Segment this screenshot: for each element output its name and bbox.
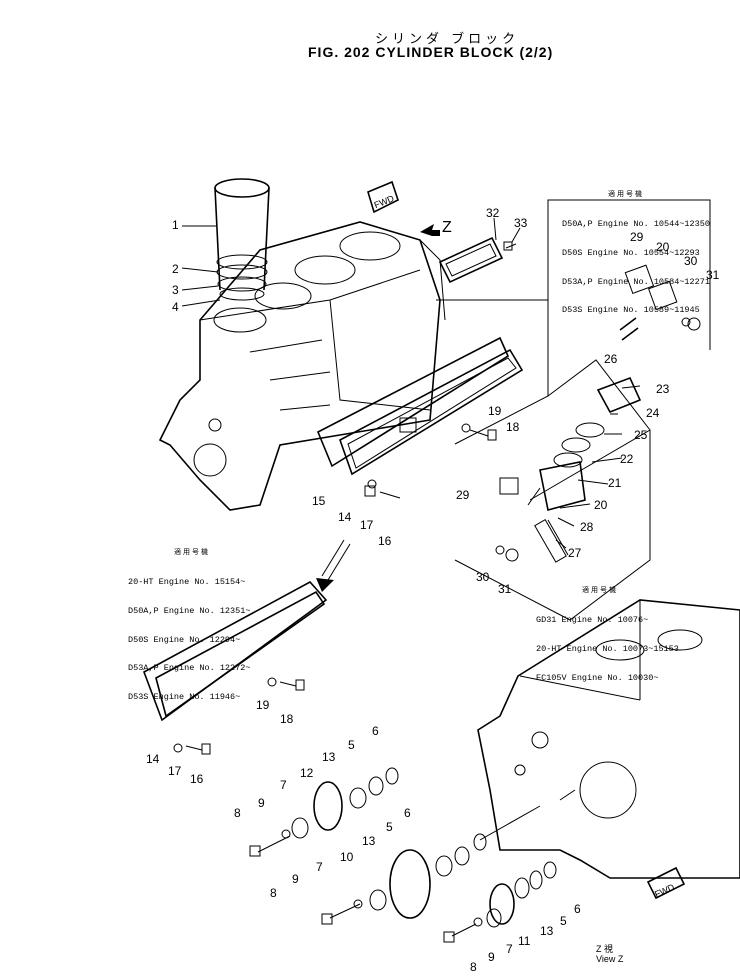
callout-7-a: 7 — [280, 778, 287, 792]
callout-11: 11 — [518, 934, 531, 948]
callout-8-b: 8 — [270, 886, 277, 900]
fwd-label-bottom: FWD — [653, 882, 676, 900]
callout-12: 12 — [300, 766, 314, 780]
callout-3: 3 — [172, 283, 179, 297]
serial-block-heading: 適用号機 — [608, 191, 644, 200]
callout-22: 22 — [620, 452, 634, 466]
serial-row: 20-HT Engine No. 15154~ — [128, 576, 246, 587]
callout-9-a: 9 — [258, 796, 265, 810]
fwd-arrow-bottom: FWD — [646, 866, 686, 900]
callout-29-mid: 29 — [456, 488, 470, 502]
view-z-label: Z 視 View Z — [596, 944, 623, 964]
callout-20-mid: 20 — [594, 498, 608, 512]
callout-28: 28 — [580, 520, 594, 534]
callout-25: 25 — [634, 428, 648, 442]
callout-27: 27 — [568, 546, 582, 560]
callout-2: 2 — [172, 262, 179, 276]
callout-16-upper: 16 — [378, 534, 392, 548]
serial-row: EC105V Engine No. 10030~ — [536, 672, 659, 683]
detail-box-outline — [436, 199, 711, 621]
serial-row: 20-HT Engine No. 10073~15153 — [536, 643, 679, 654]
serial-row: D50S Engine No. 10554~12293 — [562, 247, 700, 258]
serial-row: D50A,P Engine No. 10544~12350 — [562, 218, 710, 229]
callout-18-lower: 18 — [280, 712, 294, 726]
callout-17-upper: 17 — [360, 518, 374, 532]
cylinder-block-drawing — [158, 221, 446, 511]
callout-8-a: 8 — [234, 806, 241, 820]
page-title: FIG. 202 CYLINDER BLOCK (2/2) — [308, 44, 554, 60]
down-arrow-to-cover — [316, 539, 351, 592]
callout-24: 24 — [646, 406, 660, 420]
cylinder-liner-drawing — [214, 178, 270, 301]
callout-19-upper: 19 — [488, 404, 502, 418]
callout-6-b: 6 — [404, 806, 411, 820]
callout-14-lower: 14 — [146, 752, 160, 766]
callout-20-top: 20 — [656, 240, 670, 254]
callout-5-a: 5 — [348, 738, 355, 752]
callout-33: 33 — [514, 216, 528, 230]
bolts-upper — [364, 423, 497, 499]
serial-block-heading: 適用号機 — [174, 549, 210, 558]
title-japanese: シリンダ ブロック — [375, 32, 520, 47]
serial-block-left: 適用号機 20-HT Engine No. 15154~ D50A,P Engi… — [128, 530, 250, 722]
serial-row: GD31 Engine No. 10076~ — [536, 614, 649, 625]
lower-side-cover-drawing — [143, 580, 328, 755]
z-view-arrow: Z — [420, 219, 452, 236]
thermostat-assembly-drawing — [495, 264, 701, 563]
callout-30-mid: 30 — [476, 570, 490, 584]
callout-18-upper: 18 — [506, 420, 520, 434]
callout-16-lower: 16 — [190, 772, 204, 786]
callout-1: 1 — [172, 218, 179, 232]
serial-block-top-right: 適用号機 D50A,P Engine No. 10544~12350 D50S … — [562, 172, 710, 335]
callout-4: 4 — [172, 300, 179, 314]
callout-13-a: 13 — [322, 750, 336, 764]
callout-7-b: 7 — [316, 860, 323, 874]
callout-17-lower: 17 — [168, 764, 182, 778]
callout-7-c: 7 — [506, 942, 513, 956]
callout-6-c: 6 — [574, 902, 581, 916]
callout-9-b: 9 — [292, 872, 299, 886]
right-engine-block-drawing — [477, 599, 740, 879]
callout-29-top: 29 — [630, 230, 644, 244]
callout-8-c: 8 — [470, 960, 477, 974]
serial-row: D53A,P Engine No. 12272~ — [128, 663, 251, 674]
serial-row: D50S Engine No. 12294~ — [128, 634, 241, 645]
fwd-arrow-top: FWD — [367, 180, 399, 214]
serial-row: D53S Engine No. 11946~ — [128, 692, 241, 703]
callout-13-c: 13 — [540, 924, 554, 938]
serial-row: D53A,P Engine No. 10584~12271 — [562, 276, 710, 287]
serial-block-heading: 適用号機 — [582, 587, 618, 596]
cover-plate-32 — [438, 236, 517, 284]
callout-31-top: 31 — [706, 268, 720, 282]
serial-row: D53S Engine No. 10589~11945 — [562, 305, 700, 316]
z-label: Z — [442, 219, 452, 236]
callout-6-a: 6 — [372, 724, 379, 738]
leader-lines — [181, 217, 641, 549]
callout-23: 23 — [656, 382, 670, 396]
callout-15: 15 — [312, 494, 326, 508]
callout-14-upper: 14 — [338, 510, 352, 524]
callout-31-mid: 31 — [498, 582, 512, 596]
callout-26: 26 — [604, 352, 618, 366]
callout-10: 10 — [340, 850, 354, 864]
side-cover-gasket — [316, 336, 524, 476]
callout-5-b: 5 — [386, 820, 393, 834]
callout-5-c: 5 — [560, 914, 567, 928]
gear-assembly-drawing — [249, 767, 576, 943]
callout-30-top: 30 — [684, 254, 698, 268]
callout-9-c: 9 — [488, 950, 495, 964]
callout-21: 21 — [608, 476, 622, 490]
view-z-jp: Z 視 — [596, 944, 613, 954]
view-z-en: View Z — [596, 954, 624, 964]
callout-13-b: 13 — [362, 834, 376, 848]
callout-32: 32 — [486, 206, 500, 220]
serial-block-middle-right: 適用号機 GD31 Engine No. 10076~ 20-HT Engine… — [536, 568, 679, 702]
serial-row: D50A,P Engine No. 12351~ — [128, 605, 251, 616]
callout-19-lower: 19 — [256, 698, 270, 712]
